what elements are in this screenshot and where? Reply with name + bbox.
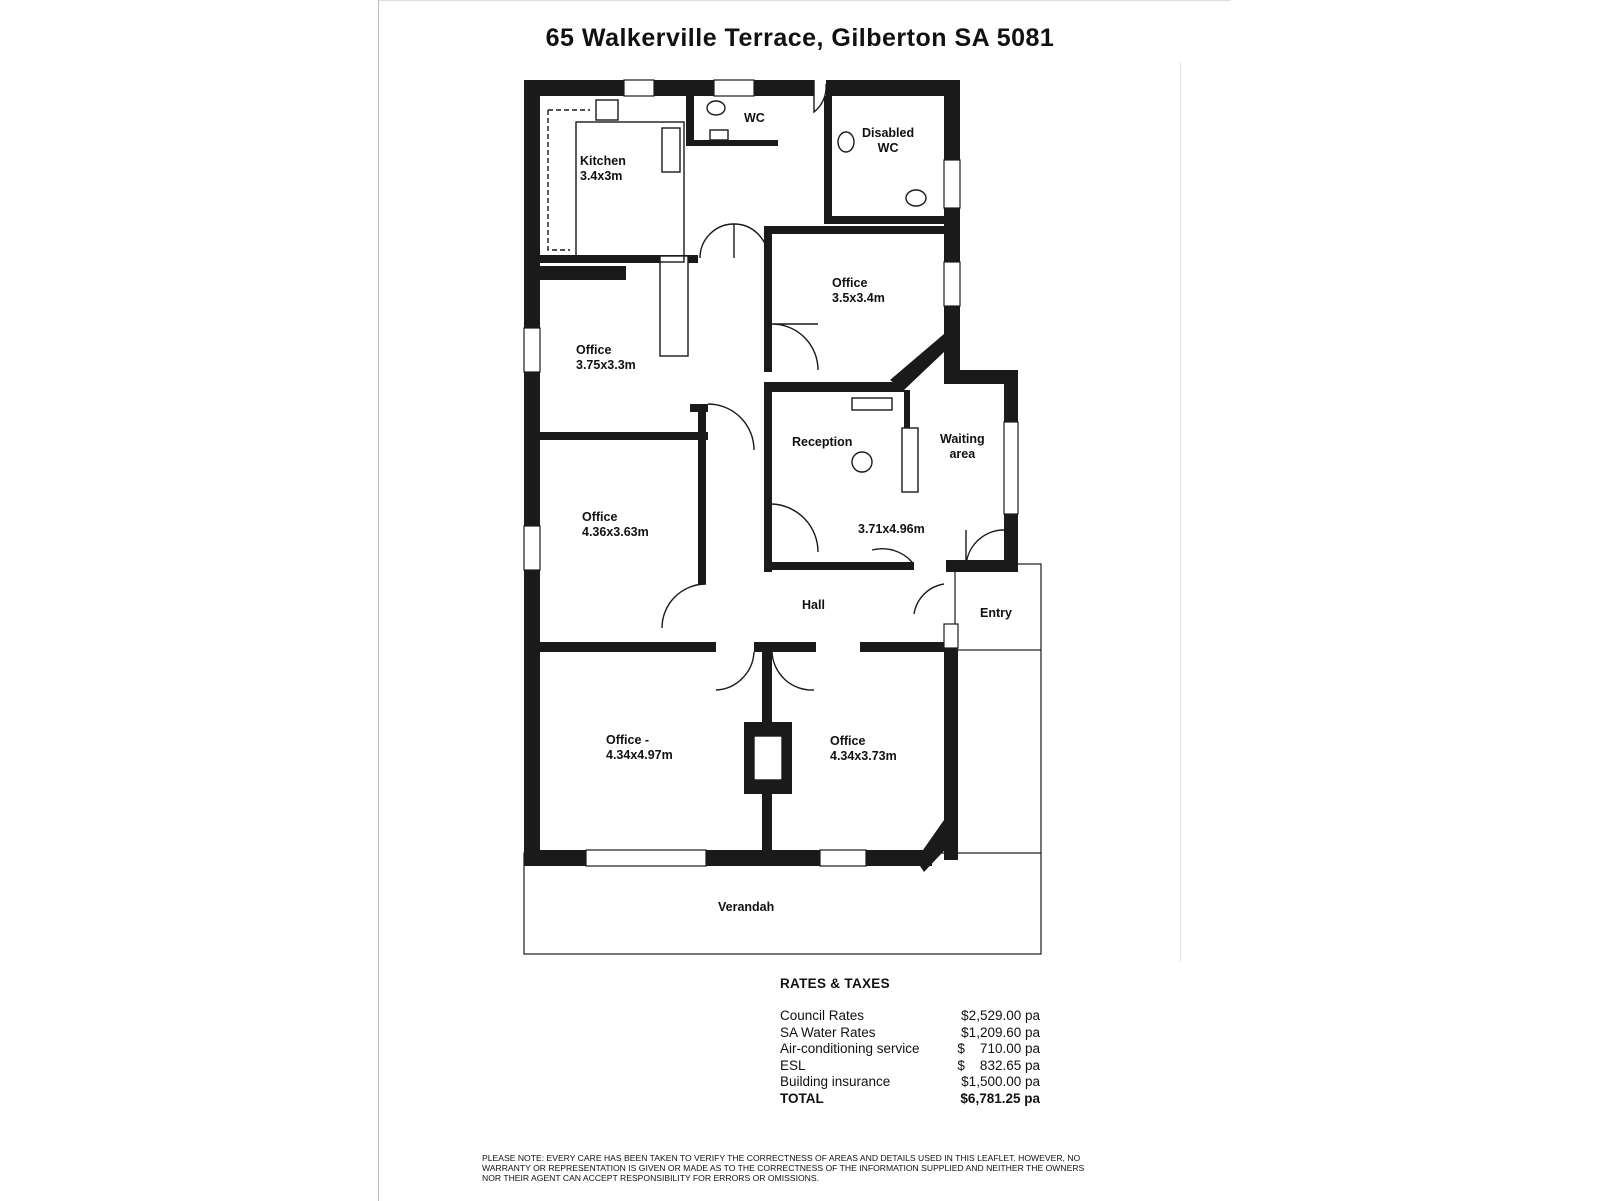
kitchen-sink bbox=[661, 127, 681, 173]
rates-row: Building insurance $1,500.00 pa bbox=[780, 1074, 1040, 1089]
window-south-1 bbox=[585, 849, 707, 867]
wc-basin bbox=[709, 129, 729, 141]
door-swing-office-nw bbox=[707, 403, 755, 451]
door-swing-south-1 bbox=[715, 651, 755, 691]
room-label-office-w: Office 4.36x3.63m bbox=[582, 510, 649, 539]
outer-wall-south bbox=[524, 850, 932, 866]
kitchen-bench bbox=[575, 121, 685, 263]
hall-pillar bbox=[690, 404, 708, 412]
door-swing-reception bbox=[771, 503, 819, 553]
reception-west-wall bbox=[764, 392, 772, 572]
south-hall-wall-b bbox=[860, 642, 946, 652]
property-address-title: 65 Walkerville Terrace, Gilberton SA 508… bbox=[545, 24, 1055, 52]
disabled-wc-south-wall bbox=[824, 216, 944, 224]
window-east-1 bbox=[943, 159, 961, 209]
kitchen-cupboard-dashes bbox=[547, 109, 590, 251]
window-east-bay bbox=[1003, 421, 1019, 515]
disabled-wc-basin bbox=[905, 189, 927, 207]
reception-south-wall bbox=[764, 562, 914, 570]
office-w-east-wall bbox=[698, 432, 706, 584]
rates-and-taxes: RATES & TAXES Council Rates $2,529.00 pa… bbox=[780, 976, 1040, 1107]
wc-divider-wall bbox=[686, 96, 694, 144]
room-label-hall: Hall bbox=[802, 598, 825, 612]
reception-chair bbox=[851, 451, 873, 473]
outer-wall-north-a bbox=[524, 80, 814, 96]
disabled-wc-toilet bbox=[837, 131, 855, 153]
outer-wall-east-lower bbox=[944, 648, 958, 860]
room-label-office-sw: Office - 4.34x4.97m bbox=[606, 733, 673, 762]
room-label-reception-size: 3.71x4.96m bbox=[858, 522, 925, 536]
room-label-office-nw: Office 3.75x3.3m bbox=[576, 343, 636, 372]
sheet-guide-line bbox=[1180, 62, 1181, 962]
office-w-south-wall bbox=[540, 642, 716, 652]
room-label-office-se: Office 4.34x3.73m bbox=[830, 734, 897, 763]
office-nw-east-wall bbox=[698, 404, 706, 440]
outer-wall-north-b bbox=[826, 80, 960, 96]
reception-north-wall bbox=[764, 382, 904, 392]
door-swing-waiting bbox=[871, 547, 913, 563]
office-nw-south-wall bbox=[540, 432, 708, 440]
outer-wall-west bbox=[524, 80, 540, 860]
door-swing-kitchen-hall-1 bbox=[699, 223, 735, 259]
rates-row: SA Water Rates $1,209.60 pa bbox=[780, 1024, 1040, 1040]
window-west-1 bbox=[523, 327, 541, 373]
room-label-kitchen: Kitchen 3.4x3m bbox=[580, 154, 626, 183]
room-label-office-ne: Office 3.5x3.4m bbox=[832, 276, 885, 305]
room-label-entry: Entry bbox=[980, 606, 1012, 620]
window-north-1 bbox=[623, 79, 655, 97]
window-east-2 bbox=[943, 261, 961, 307]
office-nw-north-wall bbox=[540, 266, 626, 280]
room-label-reception: Reception bbox=[792, 435, 853, 449]
room-label-verandah: Verandah bbox=[718, 900, 775, 914]
rates-total-row: TOTAL $6,781.25 pa bbox=[780, 1090, 1040, 1106]
door-swing-entry bbox=[965, 529, 1005, 569]
reception-desk bbox=[901, 427, 919, 493]
door-swing-office-ne bbox=[771, 323, 819, 371]
verandah-outline bbox=[523, 852, 1042, 955]
reception-cabinet bbox=[851, 397, 893, 411]
nw-cupboard bbox=[659, 255, 689, 357]
rates-row: Air-conditioning service $ 710.00 pa bbox=[780, 1041, 1040, 1056]
reception-bay-bottom bbox=[946, 560, 1016, 572]
document-sheet bbox=[378, 0, 1231, 1201]
window-north-2 bbox=[713, 79, 755, 97]
disclaimer-note: Please note: Every care has been taken t… bbox=[482, 1153, 1085, 1183]
fireplace-opening bbox=[753, 735, 783, 781]
south-hall-wall-a bbox=[754, 642, 816, 652]
door-swing-kitchen-hall-2 bbox=[733, 223, 769, 259]
window-entry bbox=[943, 623, 959, 649]
reception-bay-top bbox=[944, 370, 1016, 384]
room-label-wc: WC bbox=[744, 111, 765, 125]
window-south-2 bbox=[819, 849, 867, 867]
rates-row: ESL $ 832.65 pa bbox=[780, 1057, 1040, 1073]
door-swing-north-wc bbox=[813, 80, 827, 114]
wc-south-wall bbox=[686, 140, 778, 146]
outer-wall-east-upper bbox=[944, 80, 960, 380]
rates-heading: RATES & TAXES bbox=[780, 976, 890, 991]
door-swing-south-2 bbox=[771, 651, 815, 691]
room-label-waiting-area: Waiting area bbox=[940, 432, 985, 461]
disabled-wc-west-wall bbox=[824, 96, 832, 224]
kitchen-south-wall bbox=[540, 255, 698, 263]
rates-row: Council Rates $2,529.00 pa bbox=[780, 1008, 1040, 1023]
kitchen-fridge bbox=[595, 99, 619, 121]
office-ne-north-wall bbox=[764, 226, 944, 234]
wc-toilet bbox=[706, 100, 726, 116]
office-ne-angled-wall bbox=[890, 334, 944, 390]
office-ne-west-wall bbox=[764, 226, 772, 372]
door-swing-office-w bbox=[661, 583, 707, 629]
door-swing-hall-entry bbox=[913, 583, 945, 615]
room-label-disabled-wc: Disabled WC bbox=[862, 126, 915, 155]
window-west-2 bbox=[523, 525, 541, 571]
